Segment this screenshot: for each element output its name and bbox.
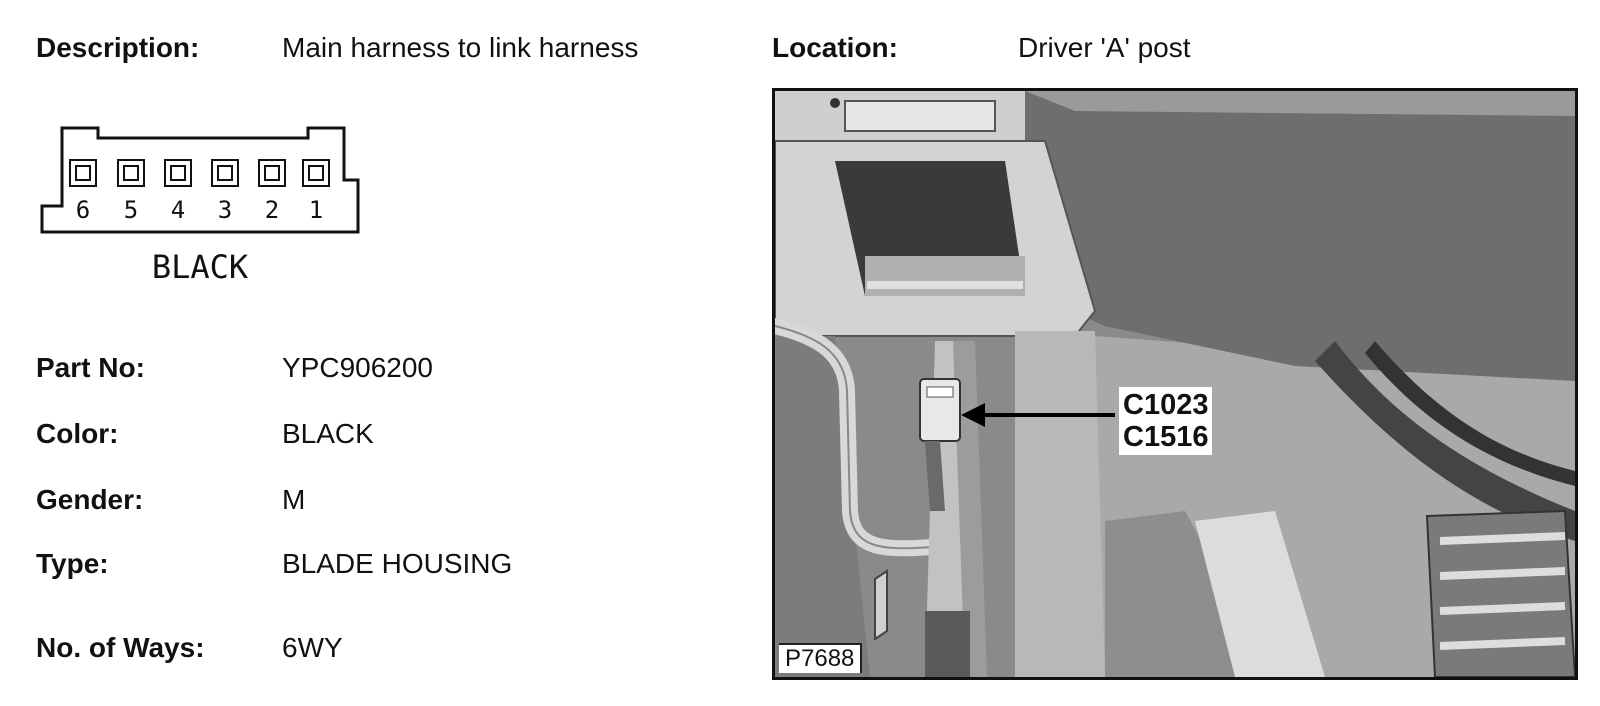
pin-cavity-6 (69, 159, 97, 187)
pin-cavity-3 (211, 159, 239, 187)
pin-number-6: 6 (76, 196, 90, 224)
location-photo: C1023 C1516 P7688 (772, 88, 1578, 680)
description-label: Description: (36, 32, 200, 63)
part-no-value: YPC906200 (282, 352, 434, 383)
gender-value: M (282, 484, 306, 515)
callout-label: C1023 C1516 (1119, 387, 1213, 455)
pin-number-5: 5 (124, 196, 138, 224)
pin-number-2: 2 (265, 196, 279, 224)
color-label: Color: (36, 418, 119, 449)
pin-cavity-4 (164, 159, 192, 187)
callout-arrowhead (961, 403, 985, 427)
location-value: Driver 'A' post (1018, 32, 1191, 63)
connector-color-caption: BLACK (152, 248, 249, 286)
figure-code: P7688 (779, 643, 863, 673)
location-label: Location: (772, 32, 898, 63)
part-no-label: Part No: (36, 352, 145, 383)
color-value: BLACK (282, 418, 374, 449)
pin-number-1: 1 (309, 196, 323, 224)
pin-cavity-1 (302, 159, 330, 187)
no-of-ways-label: No. of Ways: (36, 632, 205, 663)
no-of-ways-value: 6WY (282, 632, 343, 663)
description-value: Main harness to link harness (282, 32, 639, 63)
gender-label: Gender: (36, 484, 144, 515)
location-photo-illustration (775, 91, 1575, 677)
connector-housing-outline (40, 126, 360, 234)
type-value: BLADE HOUSING (282, 548, 513, 579)
pin-number-3: 3 (218, 196, 232, 224)
callout-c1023: C1023 (1123, 389, 1209, 421)
pin-number-4: 4 (171, 196, 185, 224)
callout-c1516: C1516 (1123, 421, 1209, 453)
type-label: Type: (36, 548, 109, 579)
pin-cavity-2 (258, 159, 286, 187)
connector-face-diagram: 6 5 4 3 2 1 BLACK (40, 126, 360, 286)
pin-cavity-5 (117, 159, 145, 187)
